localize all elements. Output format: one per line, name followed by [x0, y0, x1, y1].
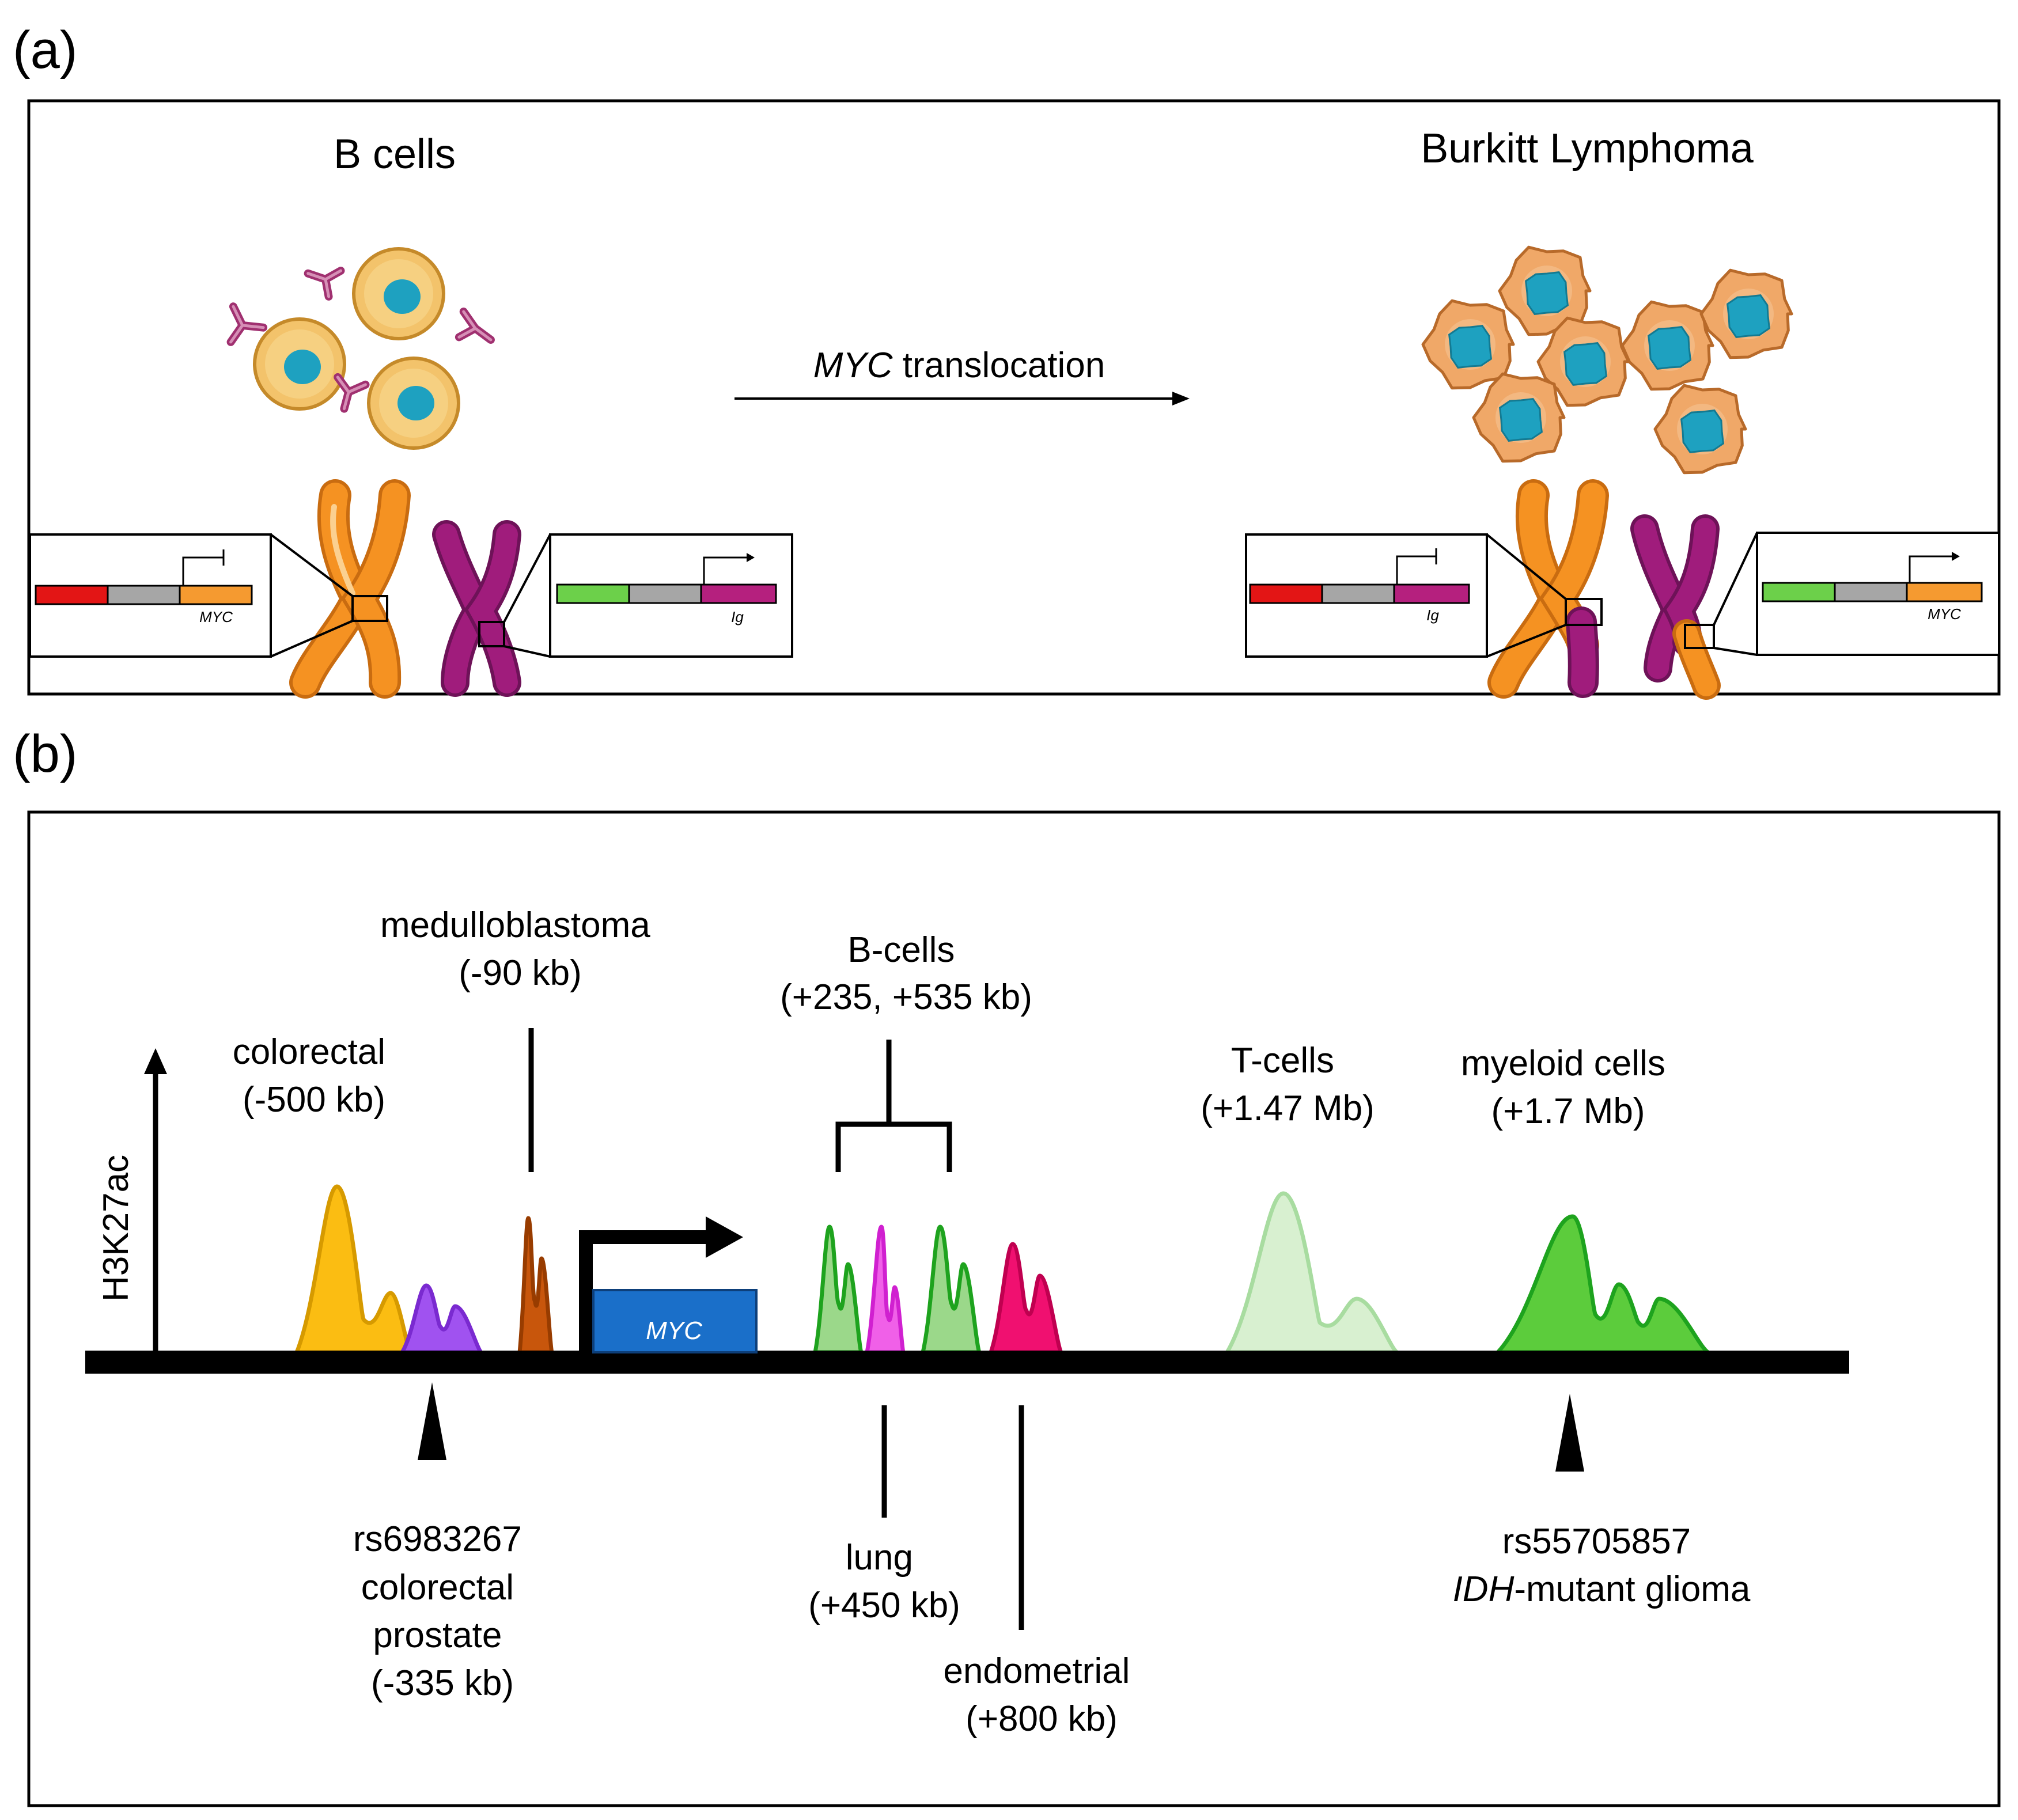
label-rs6983267: rs6983267 colorectal prostate (-335 kb)	[353, 1519, 532, 1703]
myc-gene-label: MYC	[199, 608, 233, 625]
prostate-peak	[400, 1283, 483, 1355]
myc-gene-label-2: MYC	[1928, 605, 1961, 623]
label-bcells: B-cells (+235, +535 kb)	[780, 930, 1032, 1017]
myeloid-peak	[1495, 1214, 1710, 1355]
translocation-arrow	[734, 392, 1190, 405]
repressed-promoter-icon	[182, 549, 225, 586]
tcell-peak	[1225, 1191, 1399, 1355]
translocation-label: MYC translocation	[813, 346, 1105, 385]
panel-a-label: (a)	[13, 21, 77, 79]
b-cell	[367, 357, 460, 450]
endometrial-peak	[989, 1242, 1063, 1355]
burkitt-title: Burkitt Lymphoma	[1421, 126, 1754, 172]
chromosome-purple-left	[432, 520, 521, 697]
active-promoter-icon	[747, 553, 755, 562]
bcell-bracket	[835, 1040, 952, 1172]
inset-myc-normal: MYC	[29, 533, 388, 658]
nucleus-icon	[1563, 342, 1607, 386]
nucleus-icon	[1727, 294, 1770, 338]
genome-track	[85, 1351, 1849, 1374]
lung-peak	[865, 1224, 906, 1355]
tumor-cell	[1621, 300, 1714, 391]
panel-a-frame	[27, 99, 2001, 696]
inset-myc-translocated: MYC	[1684, 532, 2000, 656]
enhancer-peaks	[294, 1184, 1710, 1355]
bcell-peak-1	[813, 1224, 864, 1355]
bcell-peak-2	[921, 1224, 982, 1355]
ig-gene-label-2: Ig	[1426, 606, 1439, 624]
nucleus-icon	[1648, 326, 1691, 370]
myc-gene: MYC	[579, 1216, 758, 1353]
nucleus-icon	[384, 279, 421, 314]
tumor-cell	[1699, 268, 1793, 359]
axis-label: H3K27ac	[96, 1155, 136, 1302]
panel-b-frame	[27, 810, 2001, 1807]
label-endometrial: endometrial (+800 kb)	[943, 1651, 1139, 1739]
h3k27ac-axis	[144, 1048, 167, 1355]
b-cell	[352, 247, 445, 340]
inset-ig-normal: Ig	[478, 533, 793, 658]
label-medulloblastoma: medulloblastoma (-90 kb)	[380, 905, 660, 993]
tss-arrow-icon	[706, 1216, 743, 1258]
tumor-cell	[1472, 372, 1566, 463]
label-lung: lung (+450 kb)	[808, 1538, 960, 1625]
tumor-cell	[1653, 384, 1747, 475]
chromosome-orange-left	[289, 479, 411, 699]
b-cells-title: B cells	[334, 131, 456, 177]
snp-marker-icon	[418, 1382, 446, 1460]
chromosome-orange-right	[1487, 479, 1609, 699]
inset-ig-translocated: Ig	[1245, 533, 1603, 658]
nucleus-icon	[1680, 410, 1724, 453]
chromosome-purple-right	[1630, 514, 1721, 700]
myc-gene-label-b: MYC	[646, 1317, 703, 1345]
nucleus-icon	[1499, 398, 1543, 442]
label-rs55705857: rs55705857 IDH-mutant glioma	[1453, 1522, 1751, 1609]
label-tcells: T-cells (+1.47 Mb)	[1201, 1041, 1375, 1128]
axis-arrow-icon	[144, 1048, 167, 1074]
b-cell	[253, 317, 346, 411]
annotation-lines	[528, 1028, 1024, 1630]
ig-gene-label: Ig	[731, 608, 744, 625]
nucleus-icon	[1448, 325, 1492, 369]
tumor-cell-group	[1421, 245, 1793, 475]
tumor-cell	[1421, 299, 1515, 390]
nucleus-icon	[1525, 271, 1569, 315]
medullo-peak	[517, 1216, 554, 1355]
label-myeloid: myeloid cells (+1.7 Mb)	[1461, 1044, 1675, 1131]
snp-marker-icon-2	[1555, 1394, 1584, 1472]
colorectal-peak	[294, 1184, 412, 1355]
tumor-cell	[1536, 316, 1630, 407]
label-colorectal: colorectal (-500 kb)	[233, 1032, 396, 1120]
panel-b-label: (b)	[13, 725, 77, 783]
b-cell-group	[226, 247, 495, 450]
